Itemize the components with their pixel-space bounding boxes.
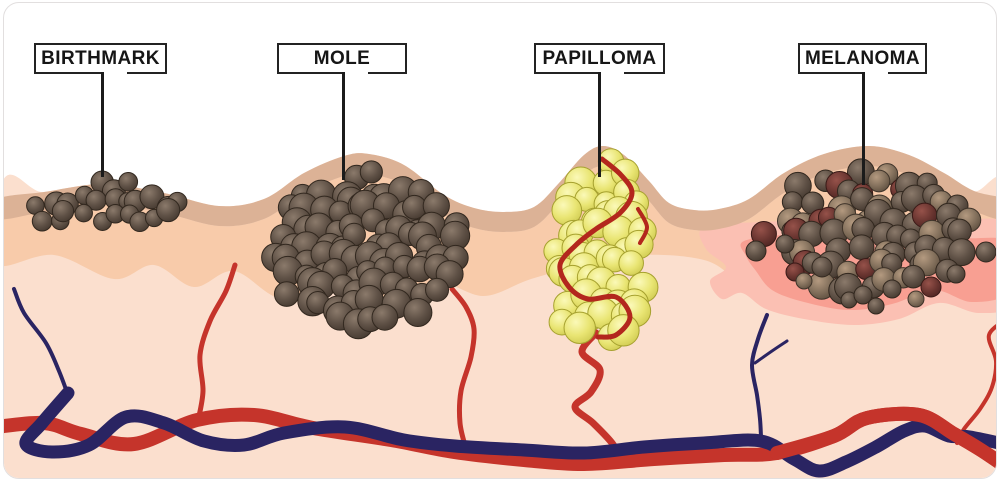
cell — [867, 297, 885, 315]
melanoma-cells — [750, 158, 982, 305]
melanoma-scattered-cells — [745, 234, 996, 315]
epidermis-band — [4, 145, 996, 233]
cell — [946, 264, 966, 284]
artery-branch-far-right — [955, 324, 996, 445]
leader-line-papilloma — [598, 72, 601, 177]
cell — [273, 281, 300, 307]
vein-branch-right-fork — [753, 339, 789, 365]
artery-trunk-over — [770, 406, 996, 469]
label-melanoma: MELANOMA — [798, 43, 927, 74]
leader-line-mole — [342, 72, 345, 180]
mole-cells — [261, 160, 471, 340]
artery-papilloma-feeder — [571, 329, 622, 459]
callout-mole: MOLE — [277, 43, 407, 180]
cell — [775, 234, 795, 254]
cell — [947, 238, 976, 267]
vein-branch-left — [12, 287, 70, 397]
label-papilloma: PAPILLOMA — [534, 43, 665, 74]
label-mole: MOLE — [277, 43, 407, 74]
cell — [425, 277, 450, 302]
callout-birthmark: BIRTHMARK — [34, 43, 167, 177]
leader-line-melanoma — [862, 72, 865, 185]
callout-melanoma: MELANOMA — [798, 43, 927, 185]
cell — [371, 303, 399, 331]
vein-trunk — [19, 386, 996, 478]
cell — [51, 200, 75, 223]
cell — [882, 279, 902, 299]
cell — [901, 264, 926, 289]
cell — [795, 272, 813, 290]
papilloma-cells — [543, 148, 659, 351]
border-gap-papilloma — [600, 70, 624, 76]
papilloma-vessel-weave — [557, 156, 635, 340]
cell — [359, 160, 383, 184]
cell — [848, 234, 875, 260]
cell — [156, 197, 181, 223]
cell — [811, 256, 833, 278]
border-gap-mole — [344, 70, 368, 76]
artery-branch-1 — [195, 262, 238, 424]
border-gap-melanoma — [864, 70, 888, 76]
cell — [118, 171, 139, 192]
birthmark-cells — [26, 170, 188, 233]
illustration-card — [3, 2, 997, 479]
cell — [920, 276, 942, 298]
skin-cross-section-illustration — [4, 145, 996, 478]
cell — [563, 311, 596, 344]
cell — [907, 290, 925, 308]
vein-branch-right — [749, 313, 769, 439]
label-birthmark: BIRTHMARK — [34, 43, 167, 74]
cell — [745, 240, 767, 262]
artery-branch-2 — [449, 286, 477, 452]
cell — [975, 241, 996, 263]
cell — [31, 210, 53, 232]
callout-papilloma: PAPILLOMA — [534, 43, 665, 177]
leader-line-birthmark — [101, 72, 104, 177]
cell — [618, 250, 644, 276]
cell — [403, 297, 433, 328]
border-gap-birthmark — [103, 70, 127, 76]
papilloma-vessel-short — [636, 207, 649, 245]
cell — [74, 203, 93, 223]
cell — [853, 285, 873, 305]
cell — [867, 169, 891, 193]
